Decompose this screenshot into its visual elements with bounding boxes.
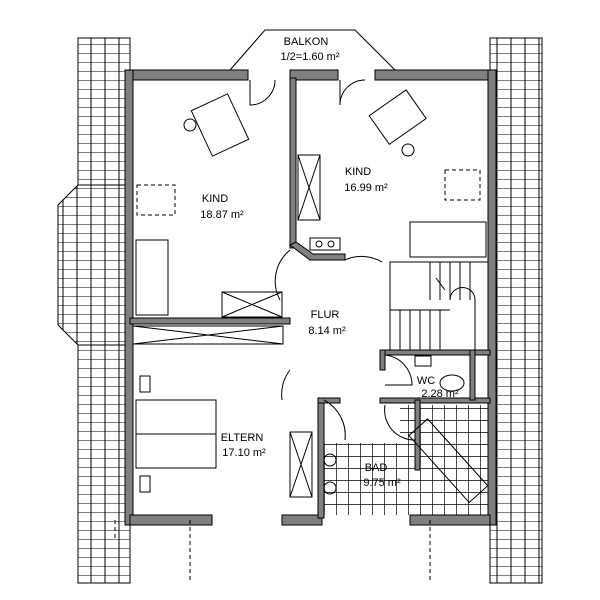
room-kind-left-area: 18.87 m²: [200, 209, 244, 221]
room-eltern-area: 17.10 m²: [222, 447, 266, 459]
room-bad-area: 9.75 m²: [363, 477, 401, 489]
room-kind-right-area: 16.99 m²: [344, 182, 388, 194]
outer-walls: [124, 69, 497, 526]
room-bad-name: BAD: [365, 462, 388, 474]
balcony-name: BALKON: [284, 36, 329, 48]
balcony-area: 1/2=1.60 m²: [280, 51, 339, 63]
room-flur-area: 8.14 m²: [308, 325, 346, 337]
room-flur-name: FLUR: [311, 309, 340, 321]
room-wc-area: 2.28 m²: [421, 388, 459, 400]
furniture: [132, 89, 489, 504]
interior-walls: [129, 77, 491, 519]
room-wc-name: WC: [417, 375, 435, 387]
room-kind-left-name: KIND: [202, 193, 228, 205]
room-eltern-name: ELTERN: [221, 432, 264, 444]
window-markers: [114, 520, 431, 580]
roof-right: [489, 37, 543, 584]
room-kind-right-name: KIND: [345, 166, 371, 178]
staircase: [389, 261, 489, 351]
roof-left: [57, 37, 131, 584]
balcony-outline: [229, 29, 396, 71]
